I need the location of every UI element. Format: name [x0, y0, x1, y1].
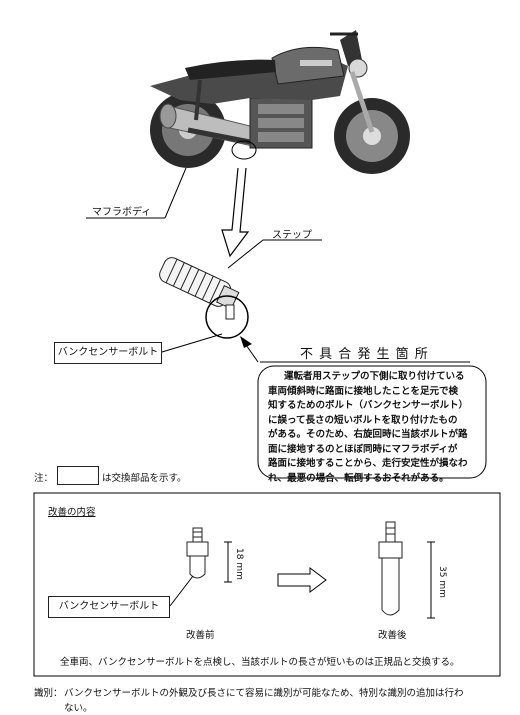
muffler-body-label: マフラボディ: [92, 207, 152, 218]
callout-line: れ、最悪の場合、転倒するおそれがある。: [268, 472, 449, 484]
defect-location-label: 不 具 合 発 生 箇 所: [300, 347, 429, 362]
step-label: ステップ: [272, 230, 312, 241]
improvement-title: 改善の内容: [48, 507, 96, 518]
callout-line: 面に接地するのとほぼ同時にマフラボディが: [268, 443, 458, 455]
callout-line: 運転者用ステップの下側に取り付けている: [284, 371, 465, 382]
callout-line: に誤って長さの短いボルトを取り付けたもの: [268, 414, 458, 426]
after-length-dimension: 35 mm: [437, 566, 447, 598]
callout-line: 路面に接地することから、走行安定性が損なわ: [268, 458, 468, 469]
identification-label: 識別：: [34, 688, 63, 699]
note-text: は交換部品を示す。: [102, 473, 187, 484]
bank-sensor-bolt-label-2: バンクセンサーボルト: [48, 596, 170, 618]
improvement-action: 全車両、バンクセンサーボルトを点検し、当該ボルトの長さが短いものは正規品と交換す…: [60, 657, 460, 668]
before-label: 改善前: [186, 630, 215, 641]
bank-sensor-bolt-label: バンクセンサーボルト: [54, 342, 162, 364]
identification-text-line1: バンクセンサーボルトの外観及び長さにて容易に識別が可能なため、特別な識別の追加は…: [64, 688, 464, 699]
callout-line: 知するためのボルト（バンクセンサーボルト）: [268, 400, 468, 411]
defect-description: 運転者用ステップの下側に取り付けている 車両傾斜時に路面に接地したことを足元で検…: [268, 370, 480, 486]
identification-text-line2: ない。: [64, 703, 93, 714]
after-label: 改善後: [378, 630, 407, 641]
callout-line: 車両傾斜時に路面に接地したことを足元で検: [268, 385, 459, 397]
before-length-dimension: 18 mm: [234, 548, 244, 580]
callout-line: がある。そのため、右旋回時に当該ボルトが路: [268, 429, 468, 440]
note-prefix: 注：: [34, 473, 54, 484]
replacement-part-legend-box: [57, 466, 99, 485]
